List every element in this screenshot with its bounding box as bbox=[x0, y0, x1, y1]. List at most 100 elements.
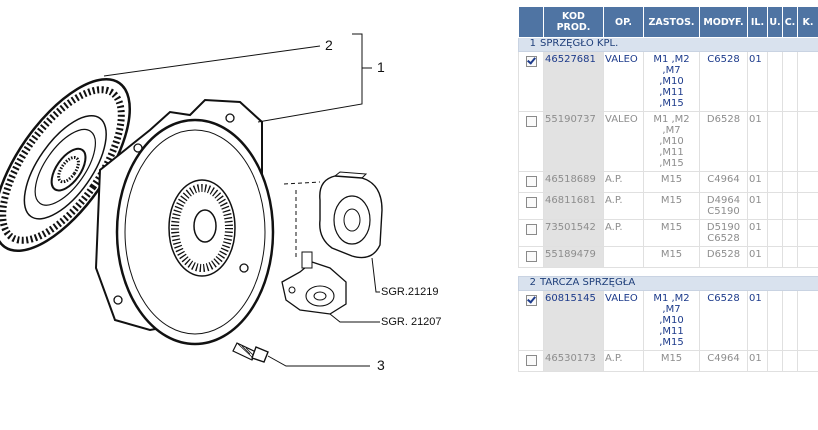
part-code: 46518689 bbox=[543, 171, 604, 193]
part-c bbox=[782, 192, 798, 220]
checkbox-unchecked[interactable] bbox=[525, 116, 537, 127]
modyf-line: C4964 bbox=[707, 353, 740, 364]
part-code: 46527681 bbox=[543, 51, 604, 112]
group-number: 2 bbox=[529, 277, 536, 288]
part-il: 01 bbox=[747, 192, 768, 220]
checkbox-checked[interactable] bbox=[525, 56, 537, 67]
part-zastos: M15 bbox=[643, 350, 700, 372]
callout-1: 1 bbox=[377, 59, 385, 75]
part-il: 01 bbox=[747, 290, 768, 351]
group-number: 1 bbox=[529, 38, 536, 49]
modyf-line: C6528 bbox=[707, 293, 740, 304]
release-bearing-icon bbox=[319, 171, 383, 259]
header-k[interactable]: K. bbox=[797, 6, 818, 38]
part-zastos: M1 ,M2,M7,M10,M11,M15 bbox=[643, 111, 700, 172]
row-select-cell bbox=[518, 111, 544, 172]
part-u bbox=[767, 246, 783, 268]
part-op: A.P. bbox=[603, 219, 644, 247]
header-op[interactable]: OP. bbox=[603, 6, 644, 38]
part-k bbox=[797, 111, 818, 172]
part-op: VALEO bbox=[603, 290, 644, 351]
slave-cylinder-icon bbox=[281, 251, 347, 315]
part-k bbox=[797, 192, 818, 220]
part-c bbox=[782, 171, 798, 193]
table-header-row: KOD PROD.OP.ZASTOS.MODYF.IL.U.C.K. bbox=[518, 6, 818, 38]
zastos-line: M1 ,M2 bbox=[653, 114, 690, 125]
zastos-line: M1 ,M2 bbox=[653, 293, 690, 304]
row-select-cell bbox=[518, 350, 544, 372]
zastos-line: M15 bbox=[660, 249, 683, 260]
part-c bbox=[782, 246, 798, 268]
spacer-cell bbox=[519, 372, 818, 381]
header-modyf[interactable]: MODYF. bbox=[699, 6, 748, 38]
part-u bbox=[767, 290, 783, 351]
header-select bbox=[518, 6, 544, 38]
part-op bbox=[603, 246, 644, 268]
part-zastos: M15 bbox=[643, 192, 700, 220]
row-select-cell bbox=[518, 290, 544, 351]
part-k bbox=[797, 51, 818, 112]
checkbox-unchecked[interactable] bbox=[525, 176, 537, 187]
part-k bbox=[797, 290, 818, 351]
part-u bbox=[767, 171, 783, 193]
zastos-line: M15 bbox=[660, 195, 683, 206]
modyf-line: C4964 bbox=[707, 174, 740, 185]
part-u bbox=[767, 111, 783, 172]
clutch-disc-icon bbox=[0, 78, 131, 252]
row-select-cell bbox=[518, 192, 544, 220]
zastos-line: ,M7 bbox=[662, 65, 681, 76]
part-c bbox=[782, 111, 798, 172]
zastos-line: ,M10 bbox=[659, 136, 684, 147]
modyf-line: D5190 bbox=[706, 222, 741, 233]
checkbox-checked[interactable] bbox=[525, 295, 537, 306]
part-c bbox=[782, 290, 798, 351]
part-modyf: C6528 bbox=[699, 290, 748, 351]
header-c[interactable]: C. bbox=[782, 6, 798, 38]
checkbox-unchecked[interactable] bbox=[525, 224, 537, 235]
zastos-line: ,M15 bbox=[659, 98, 684, 109]
modyf-line: C6528 bbox=[707, 54, 740, 65]
checkbox-unchecked[interactable] bbox=[525, 251, 537, 262]
ref-sgr-21207: SGR. 21207 bbox=[381, 316, 442, 328]
row-select-cell bbox=[518, 51, 544, 112]
zastos-line: M15 bbox=[660, 222, 683, 233]
header-zastos[interactable]: ZASTOS. bbox=[643, 6, 700, 38]
part-zastos: M1 ,M2,M7,M10,M11,M15 bbox=[643, 290, 700, 351]
part-modyf: D6528 bbox=[699, 246, 748, 268]
part-u bbox=[767, 51, 783, 112]
part-il: 01 bbox=[747, 219, 768, 247]
part-il: 01 bbox=[747, 51, 768, 112]
part-u bbox=[767, 350, 783, 372]
part-il: 01 bbox=[747, 246, 768, 268]
checkbox-unchecked[interactable] bbox=[525, 355, 537, 366]
spacer-cell bbox=[519, 268, 818, 277]
zastos-line: M15 bbox=[660, 353, 683, 364]
checkbox-unchecked[interactable] bbox=[525, 197, 537, 208]
bolt-icon bbox=[232, 342, 269, 363]
header-u[interactable]: U. bbox=[767, 6, 783, 38]
part-il: 01 bbox=[747, 350, 768, 372]
callout-2: 2 bbox=[325, 37, 333, 53]
part-op: A.P. bbox=[603, 171, 644, 193]
zastos-line: ,M7 bbox=[662, 304, 681, 315]
part-code: 46530173 bbox=[543, 350, 604, 372]
header-kod-prod[interactable]: KOD PROD. bbox=[543, 6, 604, 38]
part-c bbox=[782, 219, 798, 247]
part-il: 01 bbox=[747, 111, 768, 172]
ref-sgr-21219: SGR.21219 bbox=[381, 286, 438, 298]
header-il[interactable]: IL. bbox=[747, 6, 768, 38]
